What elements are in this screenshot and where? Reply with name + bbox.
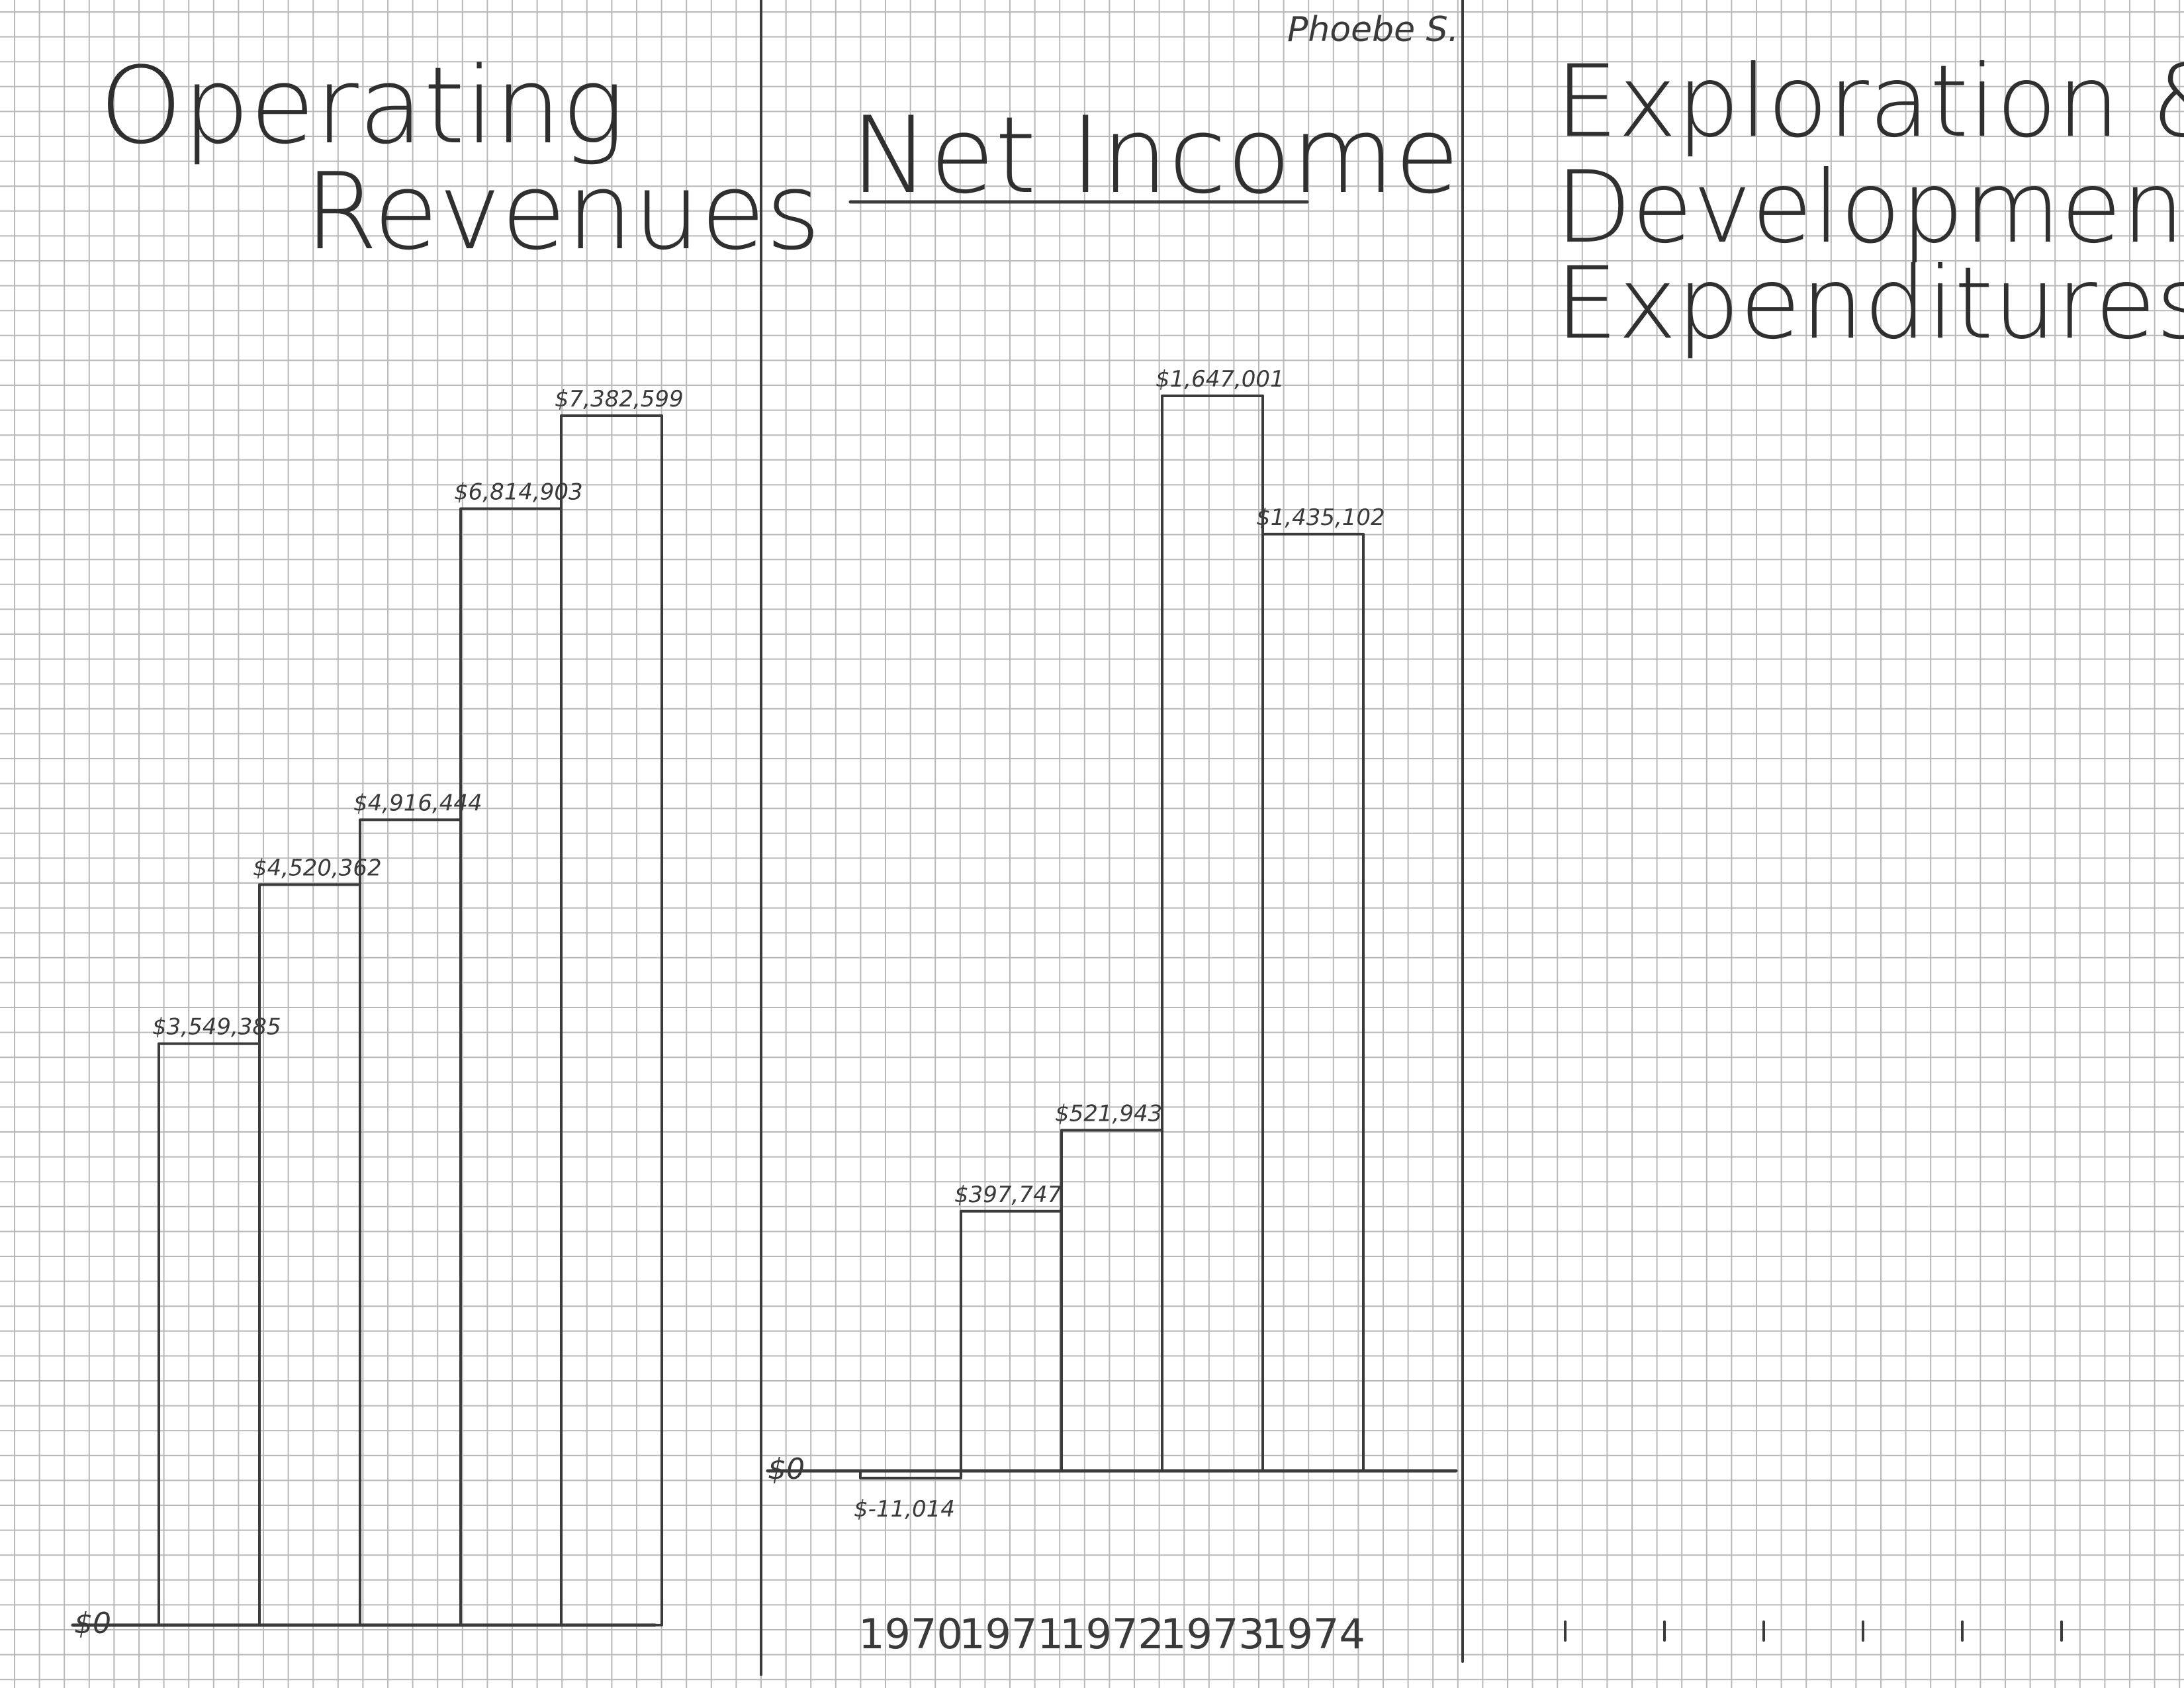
value-label-1970: $3,549,385	[152, 1014, 281, 1041]
value-label-1974: $1,435,102	[1256, 504, 1385, 531]
value-label-1971: $397,747	[954, 1182, 1062, 1208]
value-label-1973: $6,814,903	[454, 479, 583, 506]
category-label-1972: 1972	[1060, 1610, 1164, 1658]
exploration-title-line-1: Exploration &	[1555, 44, 2184, 160]
exploration-expenditures-chart	[1564, 1620, 2063, 1642]
zero-label: $0	[768, 1452, 805, 1486]
value-label-1974: $7,382,599	[555, 386, 684, 412]
net-income-chart: $0 $-11,014 1970 $397,747 1971 $521,943 1972 $1…	[766, 366, 1458, 1658]
zero-label: $0	[74, 1607, 111, 1640]
net-income-title: Net Income	[850, 93, 1459, 217]
author-signature: Phoebe S.	[1287, 10, 1459, 50]
value-label-1973: $1,647,001	[1156, 366, 1285, 393]
bar-1970	[859, 1470, 962, 1479]
value-label-1972: $4,916,444	[353, 790, 482, 816]
value-label-1970: $-11,014	[854, 1496, 955, 1523]
value-label-1971: $4,520,362	[253, 855, 382, 881]
exploration-title-line-3: Expenditures	[1555, 246, 2184, 361]
operating-revenues-chart: $0 $3,549,385 $4,520,362 $4,916,444 $6,814,9…	[71, 386, 684, 1640]
value-label-1972: $521,943	[1055, 1100, 1162, 1127]
operating-revenues-title-line-1: Operating	[99, 44, 625, 167]
category-label-1974: 1974	[1261, 1610, 1365, 1658]
bar-1974	[560, 414, 663, 1626]
operating-revenues-title-line-2: Revenues	[304, 150, 821, 273]
category-label-1973: 1973	[1160, 1610, 1265, 1658]
exploration-title-line-2: Development	[1555, 150, 2184, 265]
category-label-1970: 1970	[858, 1610, 963, 1658]
category-label-1971: 1971	[959, 1610, 1064, 1658]
bar-1974	[1261, 532, 1365, 1472]
